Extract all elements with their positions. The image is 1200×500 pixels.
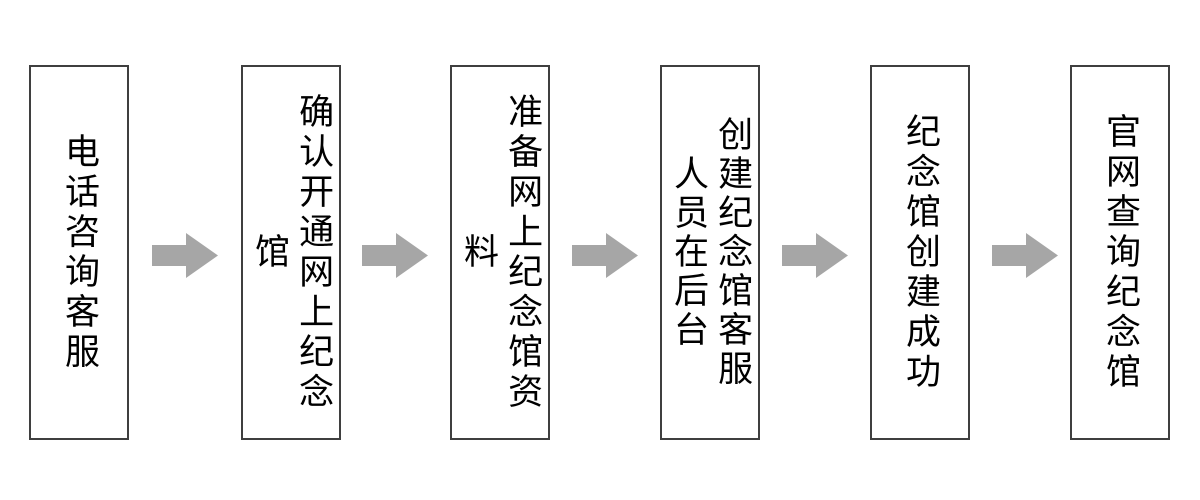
right-arrow-icon — [782, 233, 848, 278]
flow-node-step-4[interactable]: 创建纪念馆客服人员在后台 — [660, 65, 760, 440]
right-arrow-icon — [992, 233, 1058, 278]
flow-node-label: 纪念馆创建成功 — [900, 112, 941, 393]
flow-node-label: 官网查询纪念馆 — [1100, 112, 1141, 393]
flow-node-label: 创建纪念馆客服人员在后台 — [668, 116, 753, 389]
right-arrow-icon — [152, 233, 218, 278]
flow-node-label: 电话咨询客服 — [59, 132, 100, 373]
flow-node-step-6[interactable]: 官网查询纪念馆 — [1070, 65, 1170, 440]
flow-node-label: 准备网上纪念馆资料 — [458, 92, 543, 413]
flow-node-step-1[interactable]: 电话咨询客服 — [29, 65, 129, 440]
flow-node-step-3[interactable]: 准备网上纪念馆资料 — [450, 65, 550, 440]
right-arrow-icon — [572, 233, 638, 278]
right-arrow-icon — [362, 233, 428, 278]
flow-node-step-2[interactable]: 确认开通网上纪念馆 — [241, 65, 341, 440]
flow-node-label: 确认开通网上纪念馆 — [249, 92, 334, 413]
flow-node-step-5[interactable]: 纪念馆创建成功 — [870, 65, 970, 440]
